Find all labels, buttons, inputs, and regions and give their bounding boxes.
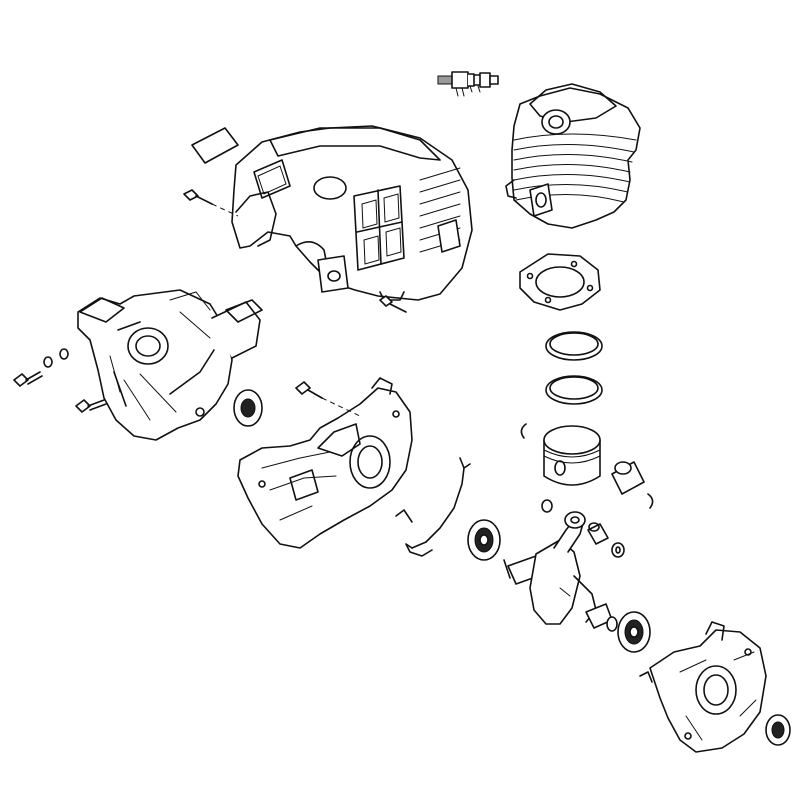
spark-plug (437, 71, 499, 97)
bearing-right (606, 611, 651, 653)
shroud-screw (183, 189, 239, 217)
gasket-pad (191, 127, 239, 164)
crankcase-half-left (237, 377, 413, 549)
fan-housing (77, 289, 263, 441)
piston-ring-upper (545, 331, 603, 361)
piston-ring-lower (545, 375, 603, 405)
circlip-left (520, 423, 527, 439)
bearing-left (467, 519, 501, 561)
cylinder-shroud (231, 125, 473, 301)
crankcase-screw (295, 381, 361, 417)
circlip-right (647, 493, 654, 509)
piston (543, 425, 601, 486)
oil-seal-left (233, 389, 263, 427)
housing-screws (13, 348, 107, 413)
washer (611, 542, 625, 558)
cylinder-gasket (519, 253, 601, 311)
crankshaft (503, 511, 613, 629)
shroud-screw-lower (379, 295, 407, 313)
cylinder (505, 83, 641, 229)
crankcase-half-right (639, 621, 767, 753)
piston-pin (611, 461, 645, 495)
oil-seal-right (765, 714, 791, 746)
needle-bearing (541, 499, 609, 545)
wire-clip (395, 457, 471, 557)
